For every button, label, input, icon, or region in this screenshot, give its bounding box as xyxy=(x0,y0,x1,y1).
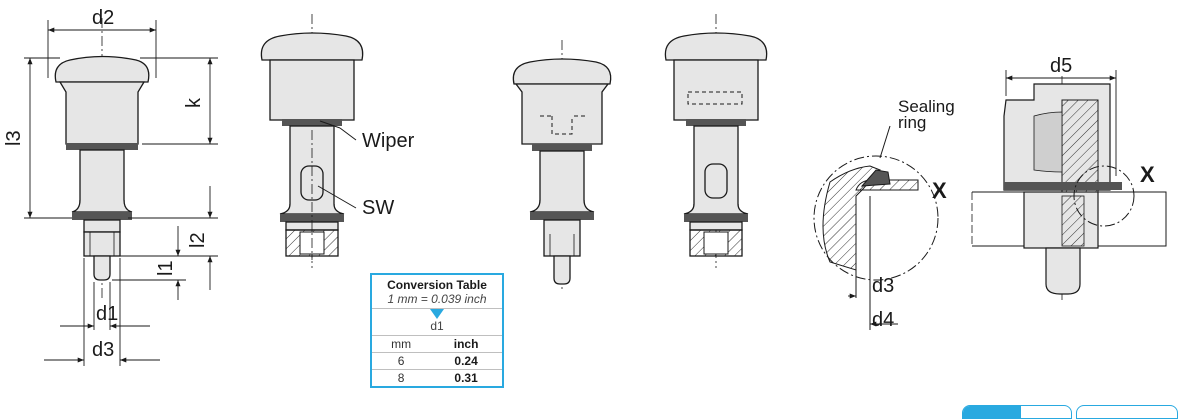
label-d3: d3 xyxy=(92,339,114,361)
column-label-d1: d1 xyxy=(430,319,444,333)
label-d4: d4 xyxy=(872,309,894,331)
table-row: 6 0.24 xyxy=(372,352,502,370)
plunger-view-2 xyxy=(260,14,364,268)
conversion-table-grid: mm inch 6 0.24 8 0.31 xyxy=(372,336,502,386)
section-view xyxy=(971,70,1167,300)
header-mm: mm xyxy=(372,336,431,353)
label-d2: d2 xyxy=(92,7,114,29)
label-l1: l1 xyxy=(155,260,177,276)
tab-right[interactable] xyxy=(1076,405,1178,419)
conversion-table-header: Conversion Table 1 mm = 0.039 inch xyxy=(372,275,502,309)
label-d5: d5 xyxy=(1050,55,1072,77)
label-l3: l3 xyxy=(3,130,25,146)
conversion-table: Conversion Table 1 mm = 0.039 inch d1 mm… xyxy=(370,273,504,388)
cell-inch: 0.31 xyxy=(454,371,478,385)
label-sw: SW xyxy=(362,197,394,219)
plunger-view-3 xyxy=(512,40,612,292)
label-x-detail: X xyxy=(932,178,947,203)
label-k: k xyxy=(183,97,205,108)
cell-inch: 0.24 xyxy=(430,352,502,370)
conversion-table-subtitle: 1 mm = 0.039 inch xyxy=(387,292,487,306)
table-row: 8 0.31 xyxy=(372,370,502,387)
detail-x-view xyxy=(813,125,939,330)
label-l2: l2 xyxy=(187,232,209,248)
conversion-table-column-label: d1 xyxy=(372,309,502,336)
label-x-section: X xyxy=(1140,162,1155,187)
header-inch: inch xyxy=(430,336,502,353)
cell-mm: 8 xyxy=(397,371,405,385)
tab-left[interactable] xyxy=(962,405,1072,419)
plunger-view-4 xyxy=(664,14,768,268)
dimensions-pin-1 xyxy=(24,20,218,366)
cell-mm: 6 xyxy=(372,352,431,370)
plunger-view-1 xyxy=(54,18,150,300)
tab-left-fill xyxy=(963,406,1021,418)
down-arrow-icon xyxy=(430,309,444,319)
conversion-table-title: Conversion Table xyxy=(387,278,487,292)
label-ring: ring xyxy=(898,113,926,132)
label-sealing: Sealing xyxy=(898,97,955,116)
label-wiper: Wiper xyxy=(362,130,415,152)
table-header-row: mm inch xyxy=(372,336,502,353)
label-d1: d1 xyxy=(96,303,118,325)
label-d3-detail: d3 xyxy=(872,275,894,297)
